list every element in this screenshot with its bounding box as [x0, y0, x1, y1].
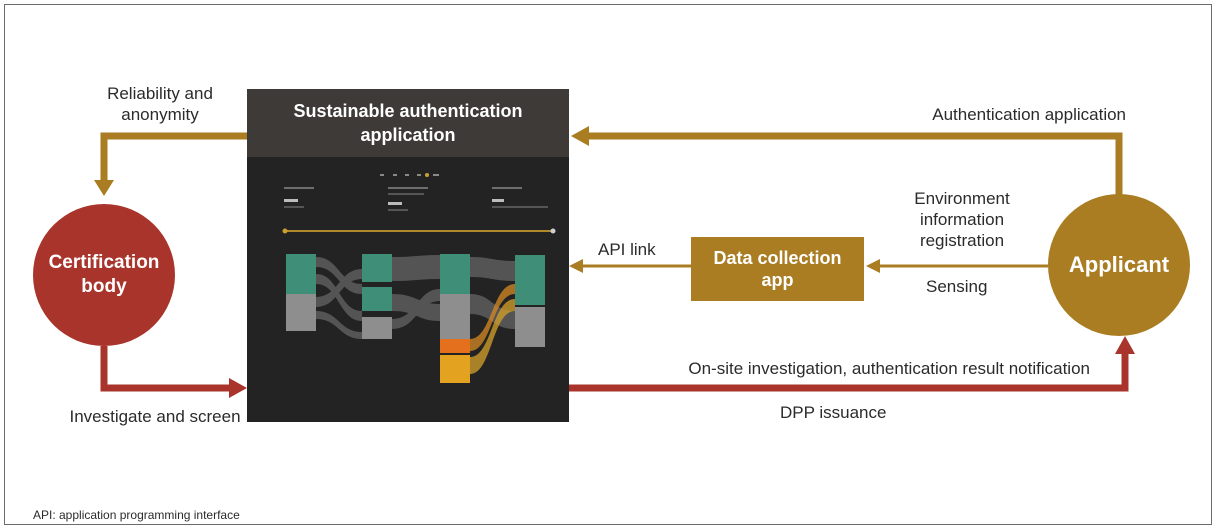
- dashboard-timeline: [282, 228, 556, 234]
- figure-frame: [4, 4, 1212, 525]
- footnote: API: application programming interface: [33, 508, 240, 522]
- authentication-application-label: Authentication application: [932, 105, 1126, 124]
- reliability-arrowhead: [94, 180, 114, 196]
- reliability-label: Reliability and anonymity: [107, 84, 213, 124]
- investigate-arrow: [100, 346, 232, 392]
- sankey-flows: [316, 255, 515, 339]
- api-link-label: API link: [598, 240, 656, 259]
- reliability-arrow: [100, 132, 247, 186]
- sensing-arrowhead: [866, 259, 880, 273]
- sensing-label: Sensing: [926, 277, 988, 296]
- onsite-arrowhead: [1115, 336, 1135, 354]
- dpp-issuance-label: DPP issuance: [780, 403, 887, 422]
- onsite-arrow: [569, 352, 1129, 392]
- onsite-label: On-site investigation, authentication re…: [688, 359, 1090, 378]
- authentication-application-arrow: [587, 132, 1123, 196]
- dashboard-legend-dots: [380, 173, 439, 177]
- environment-registration-label: Environment information registration: [914, 189, 1010, 250]
- data-collection-app-node: Data collection app: [691, 237, 864, 301]
- applicant-label: Applicant: [1068, 252, 1170, 277]
- certification-body-node: Certification body: [33, 204, 175, 346]
- authentication-application-arrowhead: [571, 126, 589, 146]
- investigate-arrowhead: [229, 378, 247, 398]
- api-link-arrowhead: [569, 259, 583, 273]
- applicant-node: Applicant: [1048, 194, 1190, 336]
- investigate-label: Investigate and screen: [69, 407, 241, 426]
- dashboard-stat-blocks: [284, 187, 548, 211]
- sustainable-authentication-app-panel: Sustainable authentication application: [247, 89, 569, 422]
- certification-body-label: Certification body: [48, 252, 160, 297]
- sankey-highlight-flows: [470, 284, 515, 374]
- dashboard-screenshot: [282, 173, 556, 383]
- sankey-nodes: [286, 254, 545, 383]
- data-collection-app-label: Data collection app: [713, 248, 842, 290]
- sustainable-authentication-app-title: Sustainable authentication application: [247, 89, 569, 157]
